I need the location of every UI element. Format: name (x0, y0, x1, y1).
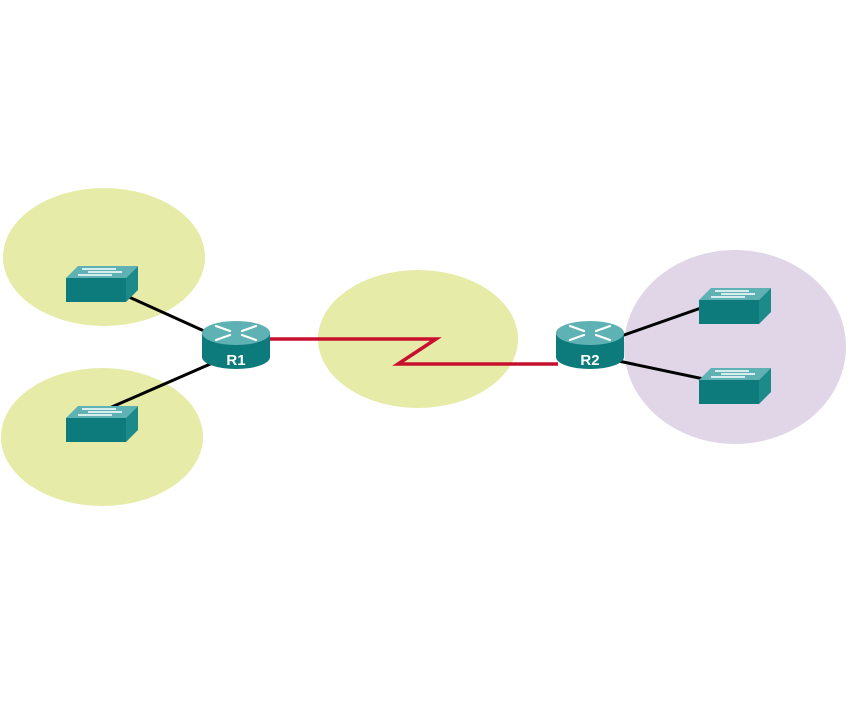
router-r2[interactable]: R2 (554, 319, 626, 371)
router-r1[interactable]: R1 (200, 319, 272, 371)
router-label: R1 (226, 352, 245, 369)
lan-area-r1-top (3, 188, 205, 326)
switch-icon[interactable] (698, 287, 772, 325)
serial-link-r1-r2 (268, 337, 558, 366)
switch-icon[interactable] (65, 265, 139, 303)
router-label: R2 (580, 352, 599, 369)
link-r1-switch-bottom (97, 356, 225, 415)
lan-area-r2 (624, 250, 846, 444)
switch-icon[interactable] (65, 405, 139, 443)
switch-icon[interactable] (698, 367, 772, 405)
